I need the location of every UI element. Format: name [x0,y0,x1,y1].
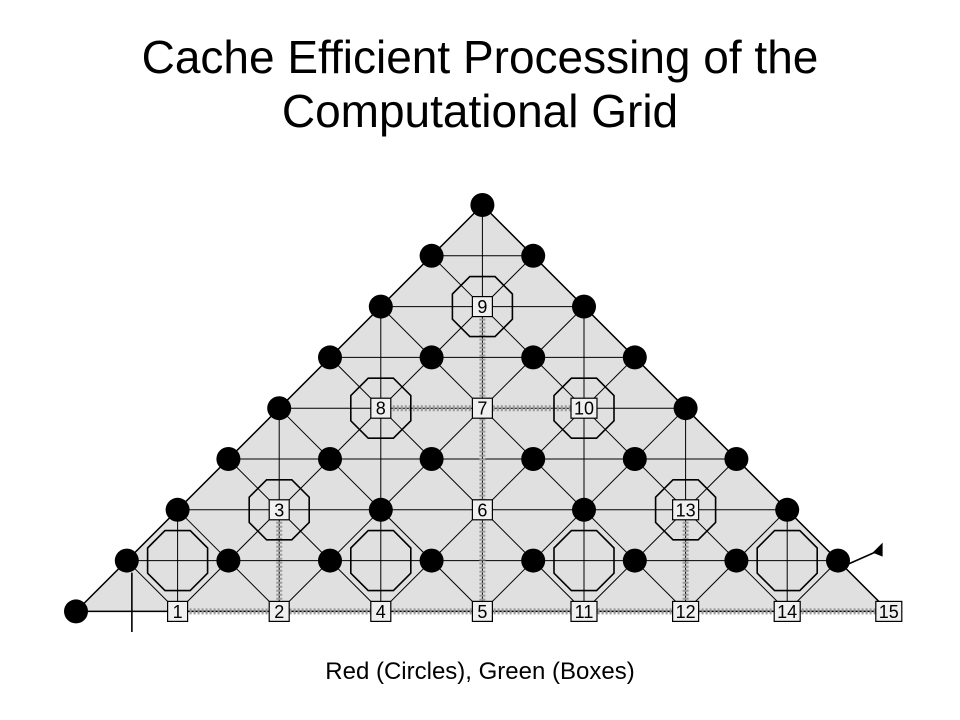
box-square [875,600,903,623]
circle-node [724,447,749,471]
box-6: 6 [471,499,493,521]
box-8: 8 [370,397,392,419]
circle-node [622,345,647,370]
box-10: 10 [570,397,598,419]
circle-node [470,193,495,217]
box-11: 11 [570,600,598,623]
box-label: 4 [376,602,386,622]
box-square [570,600,598,623]
circle-node [318,548,342,573]
circle-node [724,548,749,573]
circle-node [419,548,444,573]
circle-node [267,396,292,421]
box-3: 3 [268,499,290,521]
box-square [471,296,493,318]
box-square [167,600,189,623]
traversal-loop [451,275,514,338]
circle-node [622,548,647,573]
traversal-loop [146,529,209,592]
circle-node [521,548,546,573]
box-label: 6 [477,500,487,520]
box-label: 2 [274,602,284,622]
box-square [671,499,700,521]
box-label: 13 [676,500,696,520]
box-5: 5 [471,600,493,623]
box-7: 7 [471,397,493,419]
traversal-loop [350,529,412,592]
box-1: 1 [167,600,189,623]
box-label: 9 [477,297,487,317]
box-label: 11 [575,602,594,622]
circle-node [572,497,596,522]
circle-node [368,294,393,319]
circle-node [318,345,342,370]
box-label: 15 [879,602,899,622]
grid-line-diagonal [228,458,382,612]
circle-node [521,345,546,370]
box-square [370,600,392,623]
traversal-loop [350,377,412,439]
circle-node [521,243,546,268]
box-square [471,499,493,521]
grid-line-diagonal [583,458,737,612]
box-square [471,397,493,419]
traversal-loop [654,479,717,541]
title-line-1: Cache Efficient Processing of the [141,31,819,83]
circles-layer [64,193,850,624]
circle-node [622,447,647,471]
box-2: 2 [268,600,290,623]
box-13: 13 [671,499,700,521]
box-label: 1 [173,602,183,622]
circle-node [318,447,342,471]
box-12: 12 [671,600,700,623]
circle-node [521,447,546,471]
box-label: 14 [777,602,797,622]
box-15: 15 [875,600,903,623]
slide-title: Cache Efficient Processing of the Comput… [0,30,960,138]
box-square [671,600,700,623]
circle-node [572,294,596,319]
box-label: 12 [676,602,696,622]
box-9: 9 [471,296,493,318]
box-label: 3 [274,500,284,520]
box-4: 4 [370,600,392,623]
circle-node [775,497,800,522]
circle-node [419,243,444,268]
box-label: 5 [477,602,487,622]
box-square [268,600,290,623]
traversal-loop [553,377,615,439]
caption: Red (Circles), Green (Boxes) [325,658,635,685]
circle-node [368,497,393,522]
traversal-loop [553,529,615,592]
circle-node [114,548,139,573]
box-label: 8 [376,399,386,419]
exit-arrow-head [872,542,883,557]
circle-node [216,548,241,573]
box-label: 10 [574,399,594,419]
box-label: 7 [477,399,487,419]
circle-node [216,447,241,471]
box-14: 14 [773,600,801,623]
title-line-2: Computational Grid [281,85,679,137]
box-square [773,600,801,623]
box-square [370,397,392,419]
traversal-loop [248,479,310,541]
box-square [268,499,290,521]
circle-node [165,497,190,522]
circle-node [826,548,850,573]
circle-node [673,396,698,421]
circle-node [64,599,88,624]
traversal-loop [756,529,818,592]
circle-node [419,447,444,471]
circle-node [419,345,444,370]
box-square [570,397,598,419]
box-square [471,600,493,623]
